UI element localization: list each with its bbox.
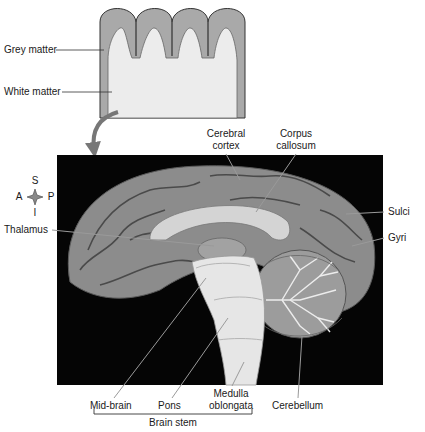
brain-stem-divisions [196,263,262,340]
drawing-part [262,318,342,336]
drawing-part [256,154,296,212]
drawing-part [172,318,228,398]
brain-stem [192,256,265,385]
drawing-part [298,336,302,398]
drawing-part [290,256,300,270]
inset-sulci [136,22,208,56]
drawing-part [282,258,318,300]
drawing-part [264,255,340,272]
cerebellum-outline [254,250,346,338]
cerebellum [254,250,346,338]
drawing-part [52,230,214,246]
cerebellar-folia [262,255,342,336]
direction-compass [27,189,43,205]
drawing-part [232,362,244,386]
drawing-part [226,154,240,180]
drawing-part [352,238,384,246]
arbor-vitae [266,256,338,334]
leader-line [62,92,112,93]
part-label: Thalamus [4,224,48,236]
grey-matter-band [100,9,245,119]
part-label: Brain stem [128,417,218,429]
part-label: Mid-brain [90,400,132,412]
corpus-callosum [150,206,290,240]
part-label: P [44,191,58,203]
cortex-inset [56,9,245,119]
part-label: S [28,175,42,187]
drawing-part [114,278,206,398]
part-label: Grey matter [4,44,57,56]
part-label: Cerebellum [272,400,323,412]
leader-line [56,50,104,51]
drawing-part [290,300,334,322]
part-label: Pons [158,400,181,412]
part-label: I [28,207,42,219]
drawing-part [100,260,195,285]
part-label: Sulci [388,206,410,218]
part-label: Corpus callosum [266,128,326,152]
drawing-part [282,300,310,334]
drawing-part [346,212,384,214]
drawing-part [318,318,330,332]
part-label: A [12,191,26,203]
leader-lines [52,154,384,398]
drawing-part [210,175,330,196]
part-label: Medulla oblongata [200,388,262,412]
drawing-part [290,272,338,300]
part-label: Cerebral cortex [198,128,254,152]
part-label: Gyri [388,232,406,244]
drawing-part [320,210,362,240]
photo-background [57,155,383,385]
part-label: White matter [4,86,61,98]
pointer-arrow [94,112,119,150]
